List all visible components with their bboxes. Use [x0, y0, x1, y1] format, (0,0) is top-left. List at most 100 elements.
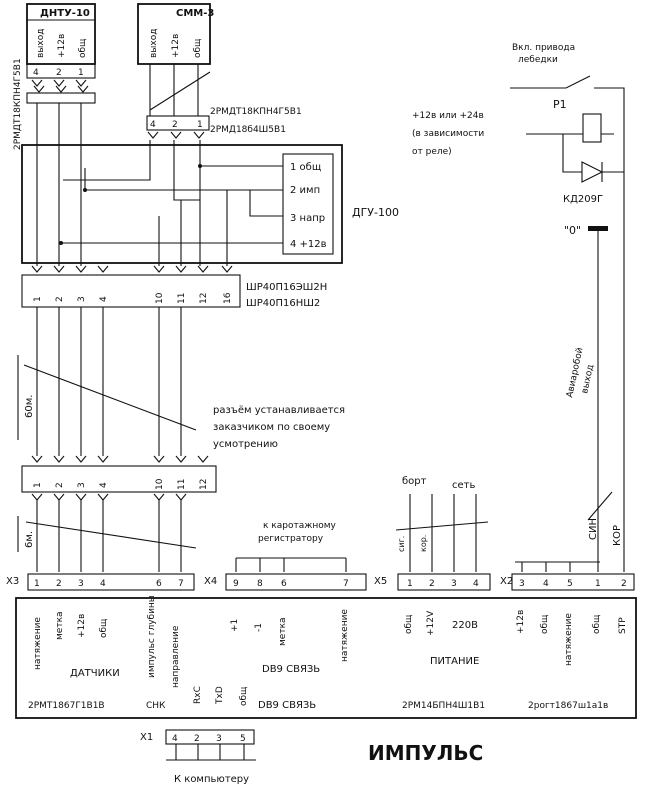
x5-pin-2: 2: [429, 579, 435, 589]
switch-label-2: лебедки: [518, 55, 558, 65]
dntu-pin-num-2: 2: [56, 68, 62, 78]
x5-label-12v: +12V: [426, 610, 436, 636]
bort-label: борт: [402, 476, 427, 487]
device-body: [15, 597, 637, 719]
x1-pin-5: 5: [240, 734, 246, 744]
dntu-pin-gnd: общ: [78, 38, 88, 58]
x3-pin-1: 1: [34, 579, 40, 589]
diode-label: КД209Г: [563, 194, 603, 205]
x5-pin-3: 3: [451, 579, 457, 589]
sh-pin-10: 10: [155, 292, 165, 304]
recorder-line-1: к каротажному: [263, 521, 337, 531]
smm-pin-out: выход: [149, 29, 159, 58]
smm-pin-12v: +12в: [171, 34, 181, 58]
set-label: сеть: [452, 480, 475, 491]
smm-connector: СММ-3 выход +12в общ 2РМДТ18КПН4Г5В1 2РМ…: [137, 3, 302, 139]
x5-pin-1: 1: [407, 579, 413, 589]
x4-pin-6: 6: [281, 579, 287, 589]
x3-pin-2: 2: [56, 579, 62, 589]
x2-label-stp: STP: [618, 617, 628, 634]
x2-label-12v: +12в: [516, 610, 526, 634]
x3-name: X3: [6, 576, 19, 587]
dgu-block: 1 общ 2 имп 3 напр 4 +12в ДГУ-100: [21, 140, 399, 266]
x3-pin-7: 7: [178, 579, 184, 589]
sh-label-1: ШР40П16ЭШ2Н: [246, 282, 327, 293]
x1-label-snk: СНК: [146, 701, 166, 711]
cable-6m: 6м.: [17, 500, 197, 572]
sh-connector: 1 2 3 4 10 11 12 16 ШР40П16ЭШ2Н ШР40П16Н…: [21, 265, 327, 309]
sh-pin-2: 2: [55, 296, 65, 302]
dntu-plug-label: 2РМДТ18КПН4Г5В1: [13, 58, 23, 150]
x1-pin-2: 2: [194, 734, 200, 744]
cable-60m: 60м. разъём устанавливается заказчиком п…: [17, 307, 345, 456]
dgu-pin-4: 4 +12в: [290, 239, 327, 250]
mid-pin-4: 4: [99, 482, 109, 488]
x4-name: X4: [204, 576, 217, 587]
dntu-pin-num-4: 4: [33, 68, 39, 78]
x3-part: 2РМТ1867Г1В1В: [28, 701, 105, 711]
note-line-2: заказчиком по своему: [213, 422, 330, 433]
x3-pin-6: 6: [156, 579, 162, 589]
x5-label-220: 220В: [452, 620, 478, 631]
x1-pin-3: 3: [216, 734, 222, 744]
mid-connector: 1 2 3 4 10 11 12: [21, 455, 217, 501]
dntu-wires: [36, 103, 82, 266]
x2-label-gnd-2: общ: [592, 614, 602, 634]
x2-part: 2рогт1867ш1а1в: [528, 701, 608, 711]
smm-plug-label-a: 2РМДТ18КПН4Г5В1: [210, 107, 302, 117]
x3-label-12v: +12в: [77, 614, 87, 638]
x1-label-txd: TxD: [215, 686, 225, 705]
x3-pin-4: 4: [100, 579, 106, 589]
power-labels: борт сеть сиг. кор. к каротажному регист…: [235, 476, 600, 572]
x1-label-gnd: общ: [239, 686, 249, 706]
sh-pin-4: 4: [99, 296, 109, 302]
smm-plug-label-b: 2РМД18б4Ш5В1: [210, 125, 286, 135]
smm-title: СММ-3: [176, 8, 214, 19]
x5-name: X5: [374, 576, 387, 587]
x2-kor-label: КОР: [612, 525, 623, 546]
x5-pin-4: 4: [473, 579, 479, 589]
x3-label-mark: метка: [55, 611, 65, 640]
dntu-pin-num-1: 1: [78, 68, 84, 78]
cable-60m-label: 60м.: [24, 395, 35, 418]
supply-line-2: (в зависимости: [412, 129, 484, 139]
sh-label-2: ШР40П16НШ2: [246, 298, 320, 309]
smm-pin-gnd: общ: [193, 38, 203, 58]
recorder-line-2: регистратору: [258, 534, 324, 544]
dgu-pin-3: 3 напр: [290, 213, 325, 224]
x2-label-gnd: общ: [540, 614, 550, 634]
zero-label: "0": [564, 224, 581, 237]
x4-group: DB9 СВЯЗЬ: [262, 664, 320, 675]
supply-line-3: от реле): [412, 147, 452, 157]
x2-name: X2: [500, 576, 513, 587]
smm-pin-num-4: 4: [150, 120, 156, 130]
dgu-pin-1: 1 общ: [290, 162, 321, 173]
x1-label-rxc: RxC: [193, 686, 203, 704]
dntu-title: ДНТУ-10: [40, 8, 90, 19]
sh-pin-12: 12: [199, 293, 209, 304]
switch-label-1: Вкл. привода: [512, 43, 575, 53]
sh-pin-11: 11: [177, 293, 187, 304]
mid-pin-3: 3: [77, 482, 87, 488]
x3-pin-3: 3: [78, 579, 84, 589]
relay-section: Вкл. привода лебедки Р1 КД209Г +12в или …: [412, 43, 625, 572]
mid-pin-10: 10: [155, 478, 165, 490]
x4-label-mark: метка: [278, 617, 288, 646]
mid-pin-12: 12: [199, 479, 209, 490]
x3-group: ДАТЧИКИ: [70, 668, 120, 679]
x1-group: DB9 СВЯЗЬ: [258, 700, 316, 711]
mid-pin-2: 2: [55, 482, 65, 488]
x4-pin-9: 9: [233, 579, 239, 589]
x2-pin-3: 3: [519, 579, 525, 589]
device-title: ИМПУЛЬС: [368, 741, 483, 765]
smm-pin-num-1: 1: [197, 120, 203, 130]
x4-label-tension: натяжение: [340, 609, 350, 662]
x3-label-tension: натяжение: [33, 617, 43, 670]
mid-pin-1: 1: [33, 482, 43, 488]
bottom-connectors: X3 X4 X5 X2 1 2 3 4 6 7 9 8 6 7 1 2 3 4 …: [6, 573, 637, 785]
dntu-pin-12v: +12в: [57, 34, 67, 58]
x3-label-depth: импульс глубины: [147, 595, 157, 678]
sh-pin-3: 3: [77, 296, 87, 302]
x2-sin-label: СИН: [588, 518, 599, 540]
